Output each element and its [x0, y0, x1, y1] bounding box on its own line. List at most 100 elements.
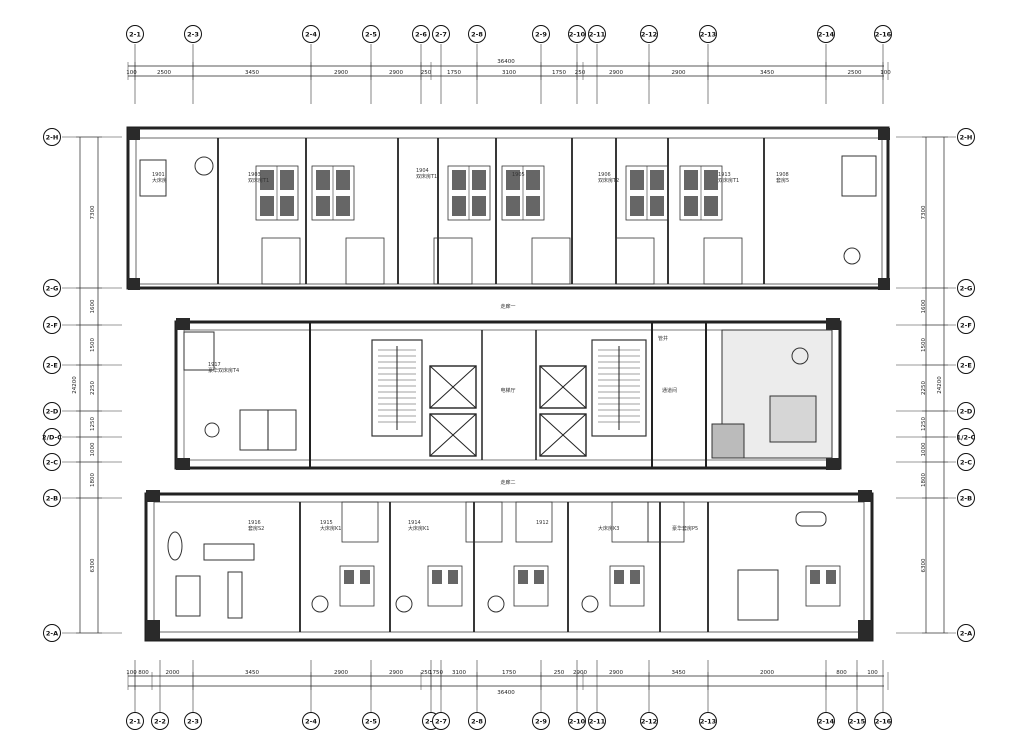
bed	[609, 565, 645, 607]
svg-text:2-8: 2-8	[471, 30, 483, 38]
axis-bubble-bottom: 2-9	[532, 712, 550, 730]
axis-bubble-top: 2-4	[302, 25, 320, 43]
svg-text:2-16: 2-16	[875, 717, 892, 725]
axis-bubble-bottom: 2-13	[699, 712, 717, 730]
axis-bubble-bottom: 2-10	[568, 712, 586, 730]
dim-text: 1600	[90, 299, 96, 313]
bed	[339, 565, 375, 607]
room-1901: 1901	[152, 172, 165, 178]
svg-text:2-D: 2-D	[960, 407, 973, 415]
dim-text: 1250	[90, 417, 96, 431]
svg-text:2-6: 2-6	[415, 30, 427, 38]
room-1908: 1908	[776, 172, 789, 178]
dim-text: 1750	[429, 670, 443, 676]
svg-text:2-12: 2-12	[641, 717, 657, 725]
dim-text: 2250	[90, 381, 96, 395]
svg-text:2-2: 2-2	[154, 717, 166, 725]
axis-bubble-bottom: 2-5	[362, 712, 380, 730]
room-1915-type: 大床房K1	[320, 525, 341, 532]
axis-bubble-top: 2-9	[532, 25, 550, 43]
service-room: 通道间	[662, 387, 677, 394]
dim-text: 2900	[334, 670, 348, 676]
axis-bubble-top: 2-13	[699, 25, 717, 43]
svg-text:2-6: 2-6	[425, 717, 437, 725]
left-overall-dim: 24200	[72, 376, 78, 394]
dim-text: 1250	[921, 417, 927, 431]
axis-bubble-right: 2-F	[957, 316, 975, 334]
dim-text: 3450	[245, 70, 259, 76]
dim-text: 2900	[609, 670, 623, 676]
room-1903: 1903	[248, 172, 261, 178]
axis-bubble-left: 2-B	[43, 489, 61, 507]
axis-bubble-left: 2-D	[43, 402, 61, 420]
axis-bubble-right: 2-D	[957, 402, 975, 420]
axis-bubble-left: 2-F	[43, 316, 61, 334]
axis-bubble-right: 2-A	[957, 624, 975, 642]
core	[174, 318, 842, 470]
lift-lobby: 电梯厅	[500, 387, 515, 394]
svg-text:2-9: 2-9	[535, 30, 547, 38]
axis-bubble-bottom: 2-14	[817, 712, 835, 730]
dim-text: 100	[126, 70, 137, 76]
svg-text:2-7: 2-7	[435, 30, 447, 38]
svg-text:2-C: 2-C	[960, 458, 972, 466]
axis-bubble-bottom: 2-8	[468, 712, 486, 730]
room-1906-type: 双床房T2	[598, 177, 619, 184]
svg-text:2-3: 2-3	[187, 717, 199, 725]
room-1917-type: 豪华双床房T4	[208, 367, 239, 374]
svg-text:2-D: 2-D	[46, 407, 59, 415]
room-1916-type: 套房S2	[248, 525, 264, 532]
svg-text:2-14: 2-14	[818, 717, 835, 725]
right-overall-dim: 24200	[937, 376, 943, 394]
room-1913: 1913	[718, 172, 731, 178]
axis-bubble-top: 2-3	[184, 25, 202, 43]
room-1905: 1905	[512, 172, 525, 178]
axis-bubble-bottom: 2-2	[151, 712, 169, 730]
room-1917: 1917	[208, 362, 221, 368]
svg-text:2-11: 2-11	[589, 717, 606, 725]
room-1915: 1915	[320, 520, 333, 526]
dim-text: 7300	[90, 205, 96, 219]
axis-bubble-top: 2-16	[874, 25, 892, 43]
dim-text: 2900	[334, 70, 348, 76]
axis-bubble-right: 2-E	[957, 356, 975, 374]
svg-text:2-4: 2-4	[305, 30, 317, 38]
dim-text: 1000	[90, 442, 96, 456]
dim-text: 3450	[672, 670, 686, 676]
svg-text:2-F: 2-F	[960, 321, 972, 329]
dim-text: 3100	[452, 670, 466, 676]
room-1910: 大床房K3	[598, 525, 619, 532]
room-1903-type: 双床房T1	[248, 177, 269, 184]
svg-text:2-E: 2-E	[960, 361, 972, 369]
svg-text:2-5: 2-5	[365, 717, 377, 725]
axis-bubble-right: 2-C	[957, 453, 975, 471]
svg-text:2-12: 2-12	[641, 30, 657, 38]
svg-text:2-G: 2-G	[46, 284, 59, 292]
svg-text:2-5: 2-5	[365, 30, 377, 38]
axis-bubble-top: 2-6	[412, 25, 430, 43]
axis-bubble-right: 2-H	[957, 128, 975, 146]
dim-text: 1800	[90, 473, 96, 487]
room-1906: 1906	[598, 172, 611, 178]
room-1909: 豪华套房P5	[672, 525, 698, 532]
svg-text:2-10: 2-10	[569, 30, 586, 38]
dim-text: 2250	[921, 381, 927, 395]
svg-text:2-4: 2-4	[305, 717, 317, 725]
dim-text: 1800	[921, 473, 927, 487]
dim-text: 1750	[552, 70, 566, 76]
dim-text: 1600	[921, 299, 927, 313]
dim-text: 2900	[389, 670, 403, 676]
dim-text: 800	[836, 670, 847, 676]
room-1904: 1904	[416, 168, 429, 174]
svg-text:2-A: 2-A	[960, 629, 972, 637]
axis-bubble-bottom: 2-1	[126, 712, 144, 730]
svg-text:2-9: 2-9	[535, 717, 547, 725]
svg-text:2-1: 2-1	[129, 30, 141, 38]
room-1913-type: 双床房T1	[718, 177, 739, 184]
svg-text:2-C: 2-C	[46, 458, 58, 466]
dim-text: 6300	[921, 558, 927, 572]
room-1904-type: 双床房T1	[416, 173, 437, 180]
dim-text: 2500	[848, 70, 862, 76]
svg-text:2-11: 2-11	[589, 30, 606, 38]
svg-text:2-1: 2-1	[129, 717, 141, 725]
